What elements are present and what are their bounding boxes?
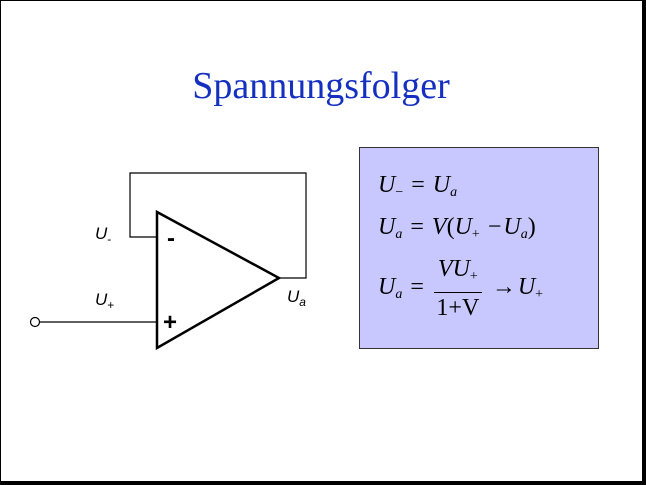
label-u-plus-sub: +	[107, 298, 114, 312]
eq2-minus: −	[487, 214, 502, 240]
eq3-numerator: VU+	[433, 256, 482, 293]
label-u-minus-base: U	[95, 224, 108, 243]
eq3-rhs-sub: +	[535, 287, 544, 303]
eq3-equals: =	[410, 274, 424, 301]
label-u-out-sub: a	[299, 295, 306, 309]
minus-sign: -	[167, 225, 175, 252]
eq3-lhs-sub: a	[395, 287, 403, 303]
opamp-triangle	[155, 209, 282, 351]
eq3-num-sub: +	[469, 269, 478, 284]
formula-box: U− = Ua Ua = V(U+ −Ua) Ua = VU+ 1+V →U+	[359, 147, 599, 349]
eq1-lhs-sub: −	[395, 185, 404, 200]
equation-2: Ua = V(U+ −Ua)	[378, 214, 536, 243]
label-u-minus-sub: -	[107, 232, 111, 246]
eq2-lhs: U	[378, 214, 396, 240]
label-u-plus: U+	[95, 290, 114, 312]
label-u-minus: U-	[95, 224, 111, 246]
equation-3: Ua = VU+ 1+V →U+	[378, 256, 543, 321]
eq3-fraction: VU+ 1+V	[433, 256, 482, 321]
eq1-equals: =	[411, 172, 425, 198]
eq3-num-v: V	[437, 256, 453, 282]
eq1-rhs-sub: a	[450, 185, 458, 200]
eq3-denominator: 1+V	[436, 295, 480, 321]
eq2-u-a: U	[503, 214, 521, 240]
slide-title: Spannungsfolger	[192, 65, 450, 107]
eq2-gain: V	[431, 214, 447, 240]
plus-sign: +	[163, 309, 177, 336]
eq2-equals: =	[410, 214, 424, 240]
eq1-rhs: U	[432, 172, 451, 198]
eq2-u-plus-sub: +	[471, 227, 480, 242]
label-u-out-base: U	[287, 287, 300, 306]
eq3-arrow: →	[491, 274, 516, 301]
opamp-circuit-diagram: - + U- U+ Ua	[29, 172, 307, 351]
label-u-out: Ua	[287, 287, 306, 309]
eq3-lhs: U	[378, 274, 396, 301]
feedback-wire	[129, 172, 307, 279]
input-terminal	[29, 316, 41, 328]
equation-1: U− = Ua	[378, 172, 457, 201]
eq2-open-paren: (	[446, 214, 455, 240]
label-u-plus-base: U	[95, 290, 108, 309]
eq2-u-plus: U	[454, 214, 472, 240]
eq2-close-paren: )	[527, 214, 536, 240]
eq2-lhs-sub: a	[395, 227, 403, 242]
eq2-u-a-sub: a	[520, 227, 528, 242]
eq1-lhs: U	[378, 172, 396, 198]
eq3-num-u: U	[452, 256, 470, 282]
eq3-rhs: U	[517, 274, 536, 301]
